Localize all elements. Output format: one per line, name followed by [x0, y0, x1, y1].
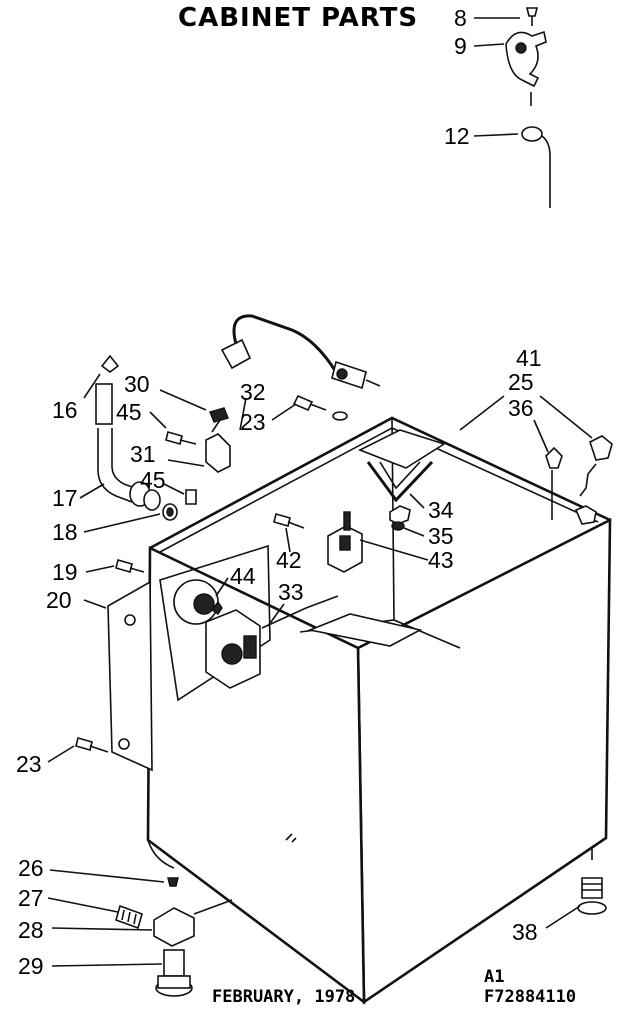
- panel-insert: [159, 544, 271, 702]
- callout-44: 44: [230, 563, 256, 589]
- callout-31: 31: [130, 441, 156, 467]
- clamp-part-9: [505, 30, 547, 88]
- screw-part-8: [525, 7, 539, 26]
- footer-code-number: F72884110: [484, 987, 576, 1007]
- hose-part-32: [220, 314, 381, 390]
- callout-labels: 8 9 12 16 17 18 19 20 23 23 25 26 27 28 …: [16, 5, 542, 979]
- callout-33: 33: [278, 579, 304, 605]
- callout-38: 38: [512, 919, 538, 945]
- leg-part-38: [577, 848, 607, 915]
- callout-26: 26: [18, 855, 44, 881]
- callout-18: 18: [52, 519, 78, 545]
- callout-42: 42: [276, 547, 302, 573]
- clip-part-30: [209, 407, 229, 423]
- callout-32: 32: [240, 379, 266, 405]
- callout-25: 25: [508, 369, 534, 395]
- callout-45-lower: 45: [140, 467, 166, 493]
- footer-date: FEBRUARY, 1978: [212, 987, 355, 1007]
- screw-part-23-top: [292, 394, 348, 421]
- callout-16: 16: [52, 397, 78, 423]
- screw-part-45-upper: [165, 431, 197, 445]
- callout-28: 28: [18, 917, 44, 943]
- screw-part-45-lower: [185, 489, 197, 505]
- washer-part-18: [162, 503, 178, 521]
- leg-part-29: [155, 949, 193, 997]
- callout-17: 17: [52, 485, 78, 511]
- top-bracket-part-34: [358, 429, 446, 503]
- screw-part-19: [115, 559, 145, 573]
- callout-43: 43: [428, 547, 454, 573]
- water-valve-part-33: [205, 595, 339, 689]
- bolt-part-27: [115, 904, 143, 930]
- callout-27: 27: [18, 885, 44, 911]
- callout-19: 19: [52, 559, 78, 585]
- callout-45-upper: 45: [116, 399, 142, 425]
- screw-part-42: [273, 513, 305, 529]
- control-panel-part-20: [107, 580, 153, 772]
- callout-20: 20: [46, 587, 72, 613]
- switch-part-43: [327, 511, 363, 573]
- diagram-title: CABINET PARTS: [178, 3, 418, 33]
- nut-part-35: [389, 505, 411, 531]
- callout-23-top: 23: [240, 409, 266, 435]
- callout-30: 30: [124, 371, 150, 397]
- callout-29: 29: [18, 953, 44, 979]
- leader-lines: [47, 17, 593, 967]
- hose-assembly-part-17: [95, 354, 161, 511]
- hose-clip-part-41: [574, 435, 613, 525]
- callout-9: 9: [454, 33, 467, 59]
- cabinet-body: [146, 416, 612, 1005]
- bracket-part-28: [153, 899, 233, 947]
- bracket-part-31: [205, 419, 231, 473]
- clip-part-36: [545, 446, 563, 520]
- callout-8: 8: [454, 5, 467, 31]
- callout-41: 41: [516, 345, 542, 371]
- callout-35: 35: [428, 523, 454, 549]
- screw-part-23-bottom: [75, 737, 109, 753]
- callout-34: 34: [428, 497, 454, 523]
- callout-36: 36: [508, 395, 534, 421]
- hose-part-12: [521, 92, 551, 208]
- footer-code-a1: A1: [484, 967, 504, 987]
- washer-part-26: [167, 877, 179, 887]
- callout-23-bottom: 23: [16, 751, 42, 777]
- callout-12: 12: [444, 123, 470, 149]
